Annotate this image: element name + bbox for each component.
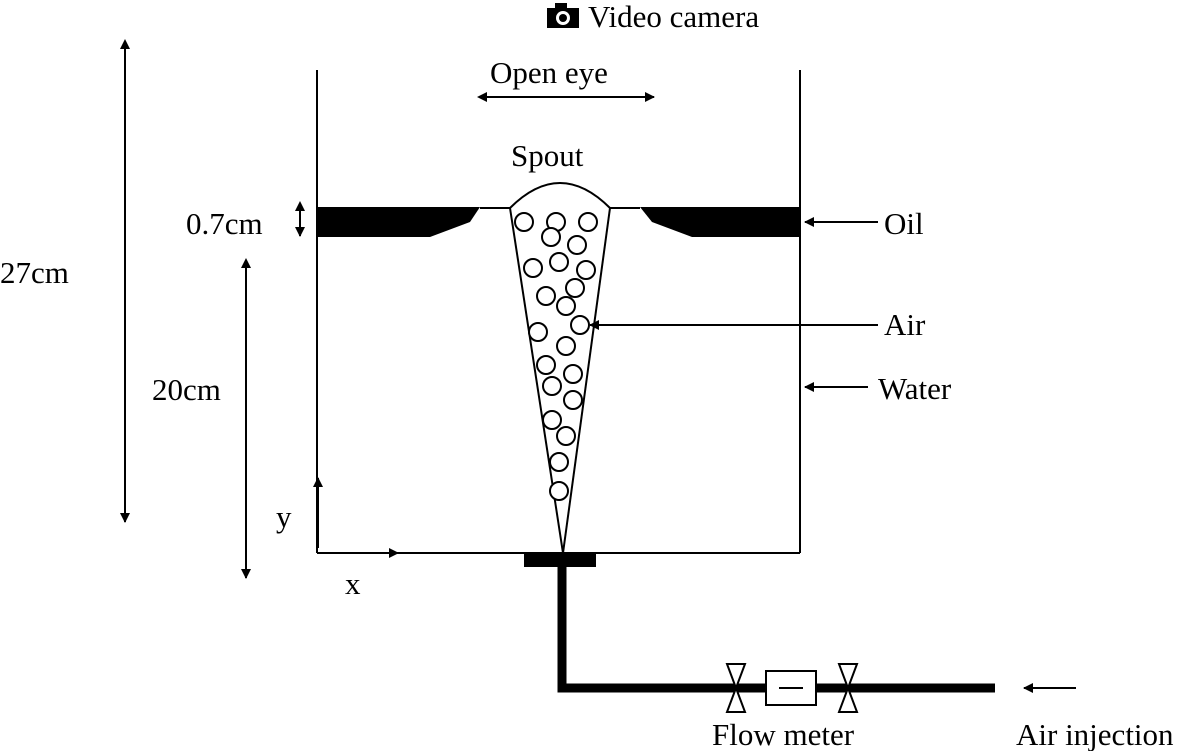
bubble [565, 278, 585, 298]
bubble [528, 322, 548, 342]
oil-label: Oil [884, 206, 924, 241]
bubble [563, 390, 583, 410]
bubble [578, 212, 598, 232]
bubble [549, 252, 569, 272]
flow-meter-label: Flow meter [712, 717, 855, 751]
bubble [576, 260, 596, 280]
x-axis-label: x [345, 566, 361, 601]
bubble [567, 235, 587, 255]
valve-icon [837, 663, 859, 713]
bubble [542, 410, 562, 430]
air-bubbles [514, 212, 598, 501]
bubble [536, 286, 556, 306]
water-height-label: 20cm [152, 372, 221, 407]
total-height-label: 27cm [0, 255, 69, 290]
spout-dome [509, 182, 611, 209]
valve-icon [725, 663, 747, 713]
bubble [514, 212, 534, 232]
bubble [556, 426, 576, 446]
bubble [556, 296, 576, 316]
bubble [549, 481, 569, 501]
bubble [542, 376, 562, 396]
air-label: Air [884, 307, 926, 342]
video-camera-label: Video camera [588, 0, 759, 34]
open-eye-label: Open eye [490, 55, 608, 90]
flow-meter [765, 670, 817, 706]
bubble [536, 355, 556, 375]
oil-thickness-label: 0.7cm [186, 206, 263, 241]
bubble [541, 227, 561, 247]
oil-layer-right [640, 207, 800, 237]
bubble [556, 336, 576, 356]
water-label: Water [878, 371, 952, 406]
bubble [570, 315, 590, 335]
y-axis-label: y [276, 499, 292, 534]
bubble [523, 258, 543, 278]
spout-label: Spout [511, 138, 584, 173]
oil-layer-left [317, 207, 480, 237]
bubble [563, 364, 583, 384]
bubble [549, 452, 569, 472]
air-injection-label: Air injection [1016, 717, 1174, 751]
nozzle-plug [524, 553, 596, 567]
air-supply-pipe [557, 567, 995, 693]
plume-right-edge [562, 207, 611, 554]
camera-icon [547, 3, 579, 28]
